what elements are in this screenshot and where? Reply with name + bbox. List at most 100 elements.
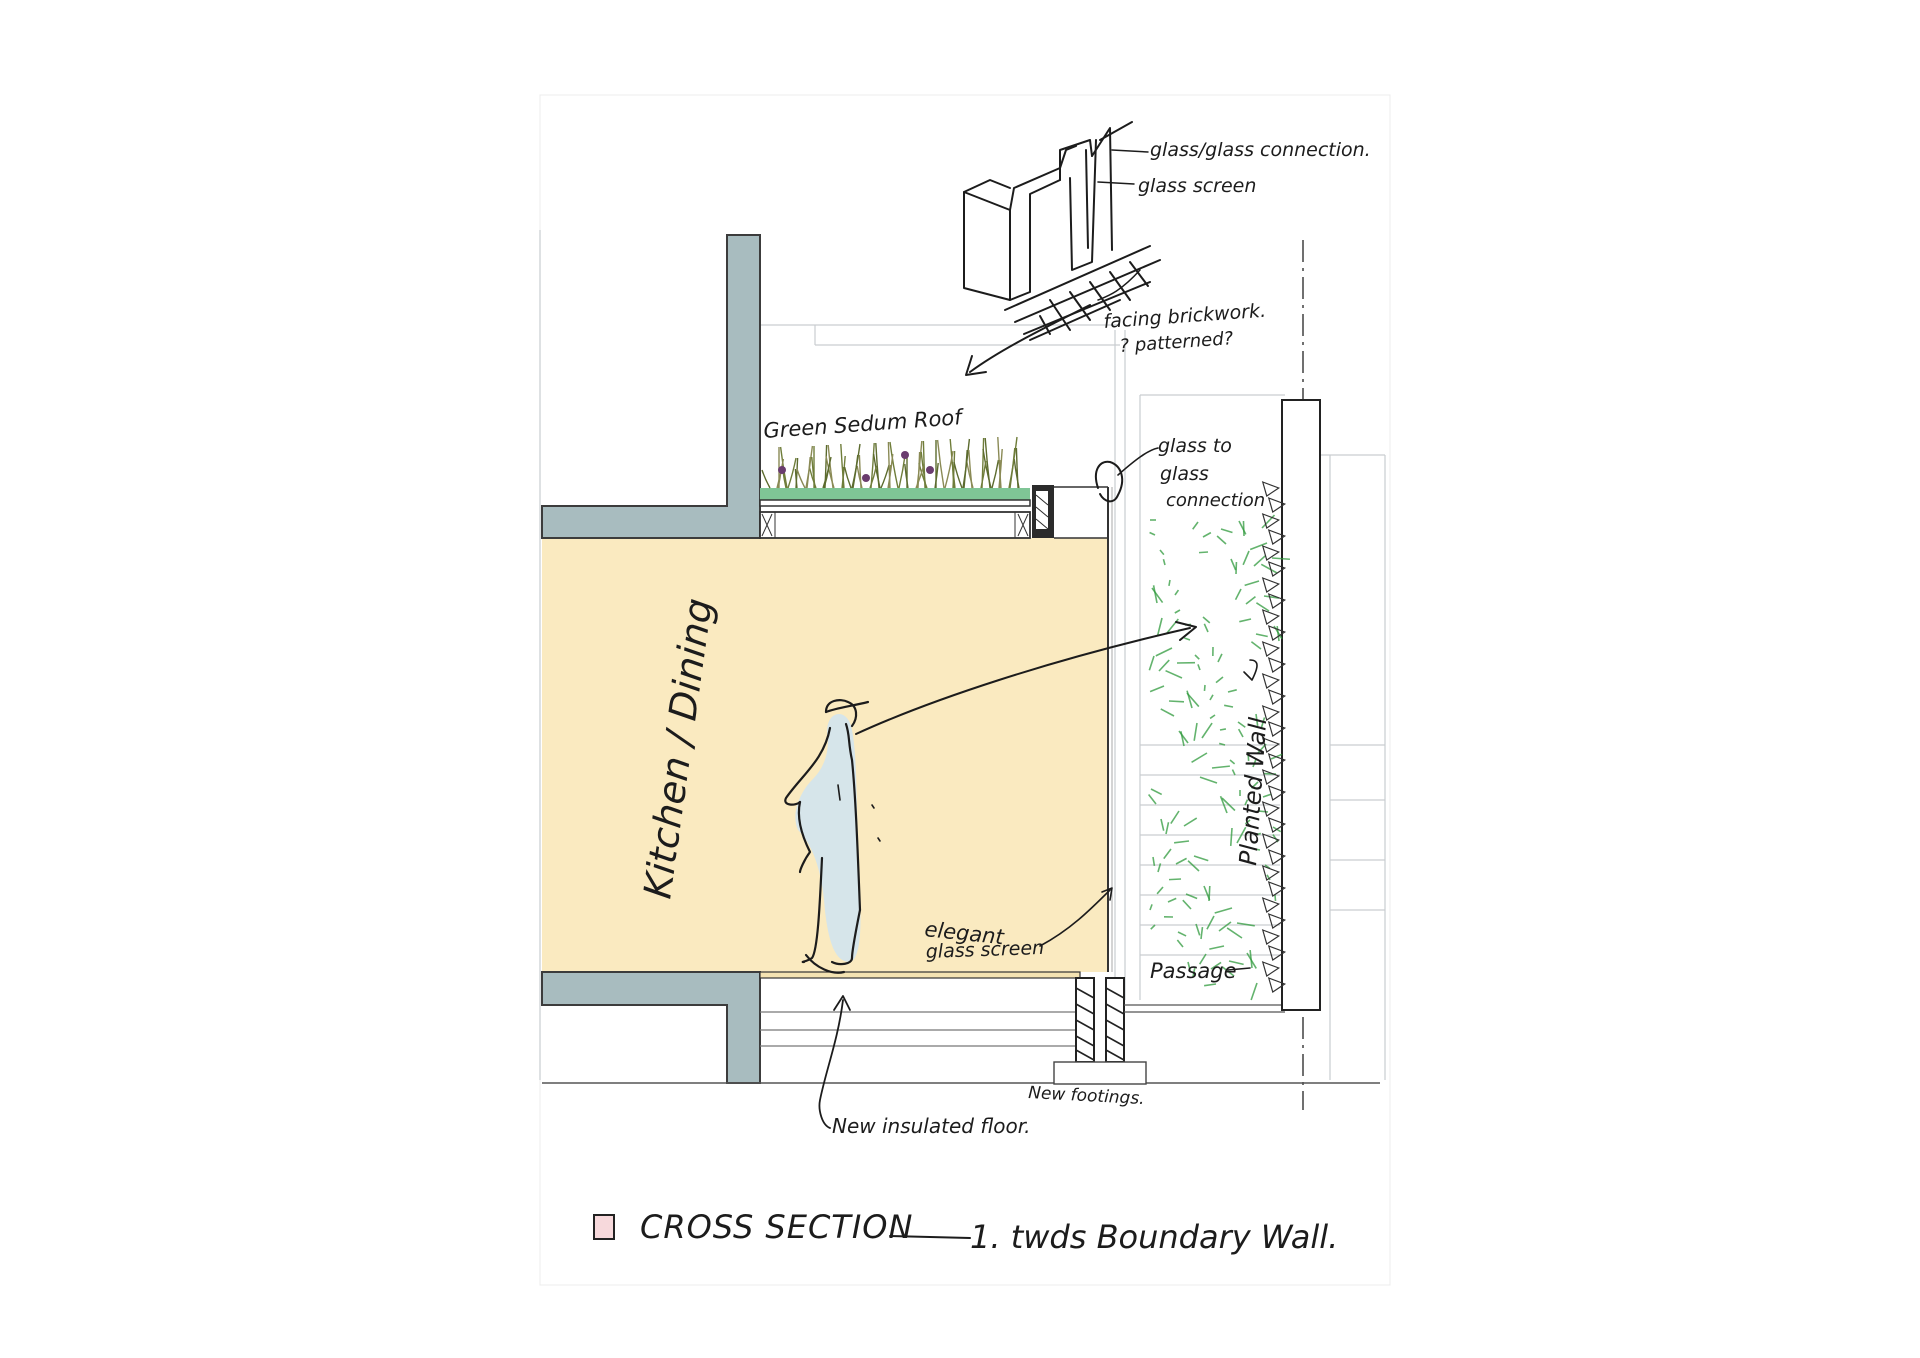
sedum-blade <box>953 461 963 489</box>
planting-leaf <box>1236 826 1247 844</box>
planting-leaf <box>1152 856 1156 867</box>
label-facing-brickwork: facing brickwork. <box>1103 300 1267 333</box>
planting-leaf <box>1202 531 1212 538</box>
trellis-mark <box>1267 945 1287 961</box>
trellis-mark <box>1261 833 1281 849</box>
glass-screen-leader <box>1039 889 1111 947</box>
label-glass-to-glass-3: connection <box>1166 490 1265 511</box>
planted-wall-greenery <box>1147 514 1291 1001</box>
trellis-mark <box>1261 929 1281 945</box>
sedum-blade <box>934 462 939 489</box>
planting-leaf <box>1203 623 1209 633</box>
sedum-flower <box>778 466 786 474</box>
sedum-blade <box>936 439 945 489</box>
trellis-mark <box>1267 785 1287 801</box>
planting-leaf <box>1157 863 1162 873</box>
neighbour-building-lines <box>539 230 1386 1080</box>
planting-leaf <box>1199 776 1218 784</box>
standing-figure-icon <box>784 699 881 974</box>
trellis-mark <box>1261 705 1281 721</box>
planting-leaf <box>1193 722 1198 741</box>
trellis-mark <box>1261 641 1281 657</box>
planting-leaf <box>1193 855 1209 862</box>
planting-leaf <box>1203 684 1206 692</box>
label-new-insulated-floor: New insulated floor. <box>832 1114 1030 1138</box>
planting-leaf <box>1228 960 1244 966</box>
trellis-mark <box>1261 801 1281 817</box>
planting-leaf <box>1229 827 1233 847</box>
planting-leaf <box>1204 983 1217 987</box>
planting-leaf <box>1159 549 1165 556</box>
sedum-blade <box>843 466 852 489</box>
trellis-mark <box>1267 497 1287 513</box>
sedum-blade <box>875 442 880 489</box>
trellis-mark <box>1267 529 1287 545</box>
planting-leaf <box>1180 731 1185 747</box>
planting-leaf <box>1230 558 1237 571</box>
sedum-blade <box>952 450 956 489</box>
sedum-blade <box>889 441 899 489</box>
planting-leaf <box>1198 551 1209 554</box>
trellis-mark <box>1267 881 1287 897</box>
planting-leaf <box>1177 931 1187 937</box>
label-glass-to-glass-1: glass to <box>1158 435 1232 457</box>
label-planted-wall: Planted Wall <box>1234 716 1272 866</box>
planting-leaf <box>1184 637 1191 641</box>
planting-leaf <box>1219 795 1228 814</box>
planting-leaf <box>1236 922 1255 927</box>
label-patterned: ? patterned? <box>1119 328 1234 357</box>
planting-leaf <box>1234 588 1242 601</box>
sedum-blade <box>968 449 973 489</box>
sedum-blade <box>880 464 890 489</box>
label-glass-screen-low: glass screen <box>925 937 1044 963</box>
trellis-mark <box>1261 481 1281 497</box>
trellis-mark <box>1261 737 1281 753</box>
sedum-blade <box>944 450 954 489</box>
trellis-mark <box>1267 849 1287 865</box>
planting-leaf <box>1195 923 1201 936</box>
planting-leaf <box>1266 874 1271 881</box>
trellis-mark <box>1261 609 1281 625</box>
planting-leaf <box>1150 924 1156 930</box>
planting-leaf <box>1186 690 1193 709</box>
trellis-mark <box>1267 721 1287 737</box>
sedum-blade <box>795 457 799 489</box>
sightline-arrow <box>855 621 1197 735</box>
floor-leader <box>818 999 844 1129</box>
trellis-mark <box>1261 769 1281 785</box>
planting-leaf <box>1192 521 1199 530</box>
planting-leaf <box>1211 765 1230 769</box>
sedum-blade <box>984 437 991 489</box>
planting-leaf <box>1262 793 1272 798</box>
planting-leaf <box>1156 886 1164 895</box>
trellis-mark <box>1261 961 1281 977</box>
planting-leaf <box>1249 542 1268 551</box>
planting-leaf <box>1227 689 1237 693</box>
label-glass-to-glass-2: glass <box>1160 463 1209 485</box>
sedum-flower <box>901 451 909 459</box>
trellis-mark <box>1267 977 1287 993</box>
floor-leader-arrow <box>833 995 851 1011</box>
planting-leaf <box>1253 555 1266 567</box>
sedum-blade <box>962 438 971 489</box>
planting-leaf <box>1170 810 1180 825</box>
planting-leaf <box>1250 641 1262 650</box>
planting-leaf <box>1218 742 1226 746</box>
title-marker <box>593 1214 615 1240</box>
sedum-blade <box>869 465 878 489</box>
planting-leaf <box>1160 818 1165 831</box>
planting-leaf <box>1245 595 1256 605</box>
trellis-mark <box>1267 689 1287 705</box>
planting-leaf <box>1163 848 1172 860</box>
label-new-footings: New footings. <box>1028 1083 1145 1109</box>
planting-leaf <box>1215 676 1224 684</box>
planting-leaf <box>1220 528 1233 534</box>
planting-leaf <box>1167 897 1177 903</box>
planting-leaf <box>1201 722 1213 739</box>
trellis-mark <box>1267 817 1287 833</box>
sedum-blade <box>991 459 1000 489</box>
sedum-blade <box>841 455 846 489</box>
planting-leaf <box>1244 799 1249 806</box>
planting-leaf <box>1209 945 1225 950</box>
